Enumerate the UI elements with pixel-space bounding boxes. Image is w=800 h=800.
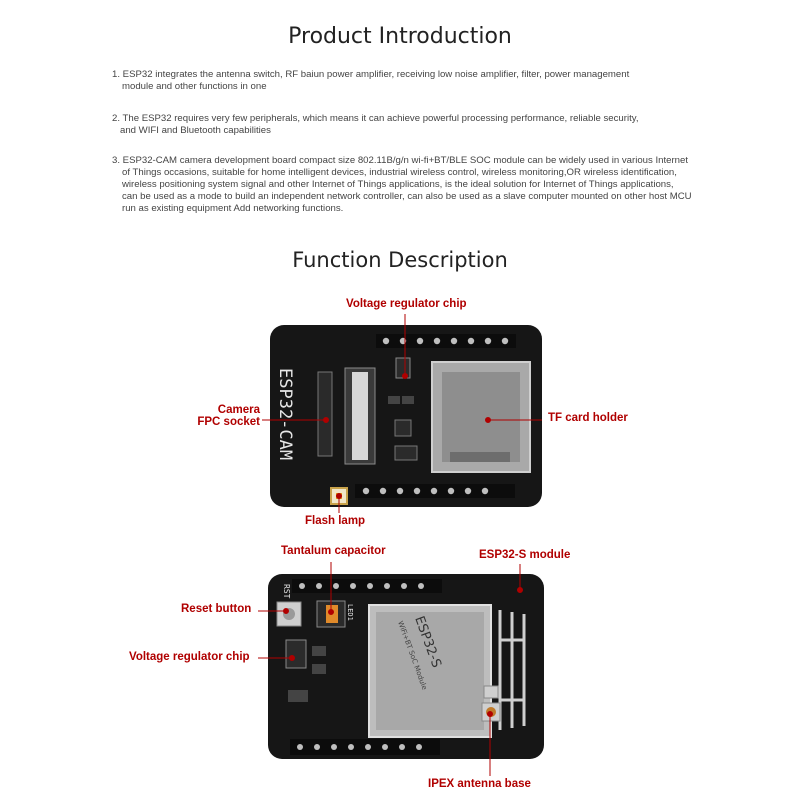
pcb-antenna xyxy=(498,610,526,730)
led-silkscreen: LED1 xyxy=(346,604,354,621)
board-name-silkscreen: ESP32-CAM xyxy=(275,368,295,460)
label-ipex-antenna-base: IPEX antenna base xyxy=(428,778,531,790)
top-board: ESP32-CAM xyxy=(270,325,542,507)
label-reset-button: Reset button xyxy=(181,603,252,615)
intro-item-2-line-1: 2. The ESP32 requires very few periphera… xyxy=(112,113,639,124)
label-camera-fpc: Camera FPC socket xyxy=(196,404,260,428)
label-camera-line2: FPC socket xyxy=(197,416,260,428)
rst-silkscreen: RST xyxy=(282,584,291,599)
intro-item-3: 3. ESP32-CAM camera development board co… xyxy=(112,155,692,215)
function-description-title: Function Description xyxy=(292,248,508,272)
intro-item-2-line-2: and WIFI and Bluetooth capabilities xyxy=(120,125,271,136)
intro-item-3-line-5: run as existing equipment Add networking… xyxy=(122,203,344,214)
bottom-leader-lines xyxy=(258,562,523,776)
intro-item-3-line-4: can be used as a mode to build an indepe… xyxy=(122,191,692,202)
intro-item-1: 1. ESP32 integrates the antenna switch, … xyxy=(112,69,629,93)
voltage-regulator-chip-bottom xyxy=(285,639,307,669)
label-tantalum-capacitor: Tantalum capacitor xyxy=(281,545,386,557)
label-camera-line1: Camera xyxy=(217,404,260,416)
product-introduction-title: Product Introduction xyxy=(288,24,512,49)
top-leader-lines xyxy=(262,314,542,513)
label-esp32-s-module: ESP32-S module xyxy=(479,549,571,561)
bottom-board: RST LED1 ESP32-S WiFi+BT SoC Module xyxy=(268,574,544,759)
bottom-board-bottom-pins xyxy=(297,744,422,750)
intro-item-3-line-1: 3. ESP32-CAM camera development board co… xyxy=(112,155,689,166)
bottom-header-pins xyxy=(362,487,489,495)
intro-item-3-line-3: wireless positioning system signal and o… xyxy=(122,179,674,190)
camera-fpc-socket xyxy=(317,371,333,457)
intro-item-1-line-1: 1. ESP32 integrates the antenna switch, … xyxy=(112,69,630,80)
label-tf-card-holder: TF card holder xyxy=(548,412,628,424)
intro-item-3-line-2: of Things occasions, suitable for home i… xyxy=(122,167,677,178)
label-voltage-regulator-top: Voltage regulator chip xyxy=(346,298,467,310)
bottom-board-top-pins xyxy=(299,583,424,589)
intro-item-2: 2. The ESP32 requires very few periphera… xyxy=(112,113,639,137)
label-voltage-regulator-bottom: Voltage regulator chip xyxy=(129,651,250,663)
intro-item-1-line-2: module and other functions in one xyxy=(122,81,267,92)
label-flash-lamp: Flash lamp xyxy=(305,515,366,527)
